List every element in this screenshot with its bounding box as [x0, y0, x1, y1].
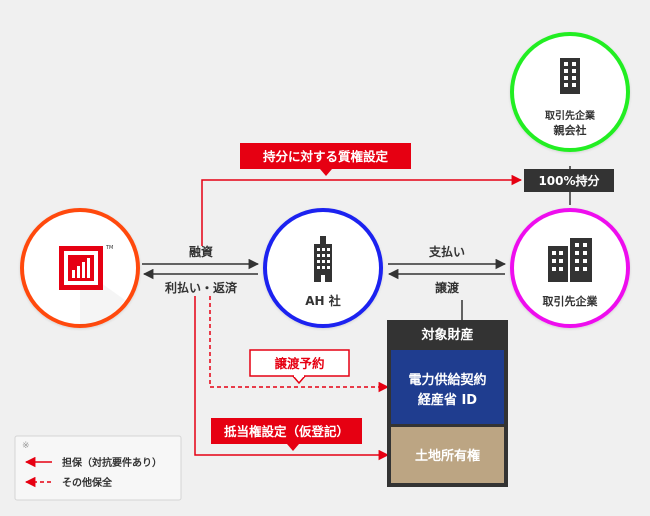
contract-line1: 電力供給契約	[408, 372, 486, 388]
equity-pledge-callout: 持分に対する質権設定	[240, 143, 411, 176]
property-box: 対象財産 電力供給契約 経産省 ID 土地所有権	[387, 320, 508, 487]
land-panel	[391, 427, 504, 483]
mortgage-text: 抵当権設定（仮登記）	[224, 424, 349, 439]
parent-label-line1: 取引先企業	[545, 109, 596, 122]
mortgage-callout: 抵当権設定（仮登記）	[211, 418, 362, 451]
repayment-label: 利払い・返済	[165, 280, 238, 295]
buildings-icon	[548, 238, 592, 282]
equity-pledge-line	[201, 174, 523, 246]
legend-solid-text: 担保（対抗要件あり）	[62, 456, 162, 469]
legend: ※ 担保（対抗要件あり） その他保全	[14, 435, 182, 501]
land-label: 土地所有権	[415, 448, 480, 464]
ah-label: AH 社	[305, 293, 341, 308]
transfer-reservation-text: 譲渡予約	[274, 356, 324, 371]
parent-label-line2: 親会社	[554, 123, 587, 137]
lender-trademark: TM	[105, 245, 113, 251]
tower-icon	[560, 58, 580, 94]
transfer-label: 譲渡	[435, 280, 460, 295]
financing-label: 融資	[189, 244, 213, 259]
ownership-label: 100%持分	[538, 173, 599, 188]
partner-label: 取引先企業	[543, 294, 599, 308]
transfer-reservation-callout: 譲渡予約	[249, 349, 350, 385]
legend-note: ※	[22, 441, 30, 451]
mortgage-line	[194, 296, 390, 461]
contract-line2: 経産省 ID	[418, 392, 477, 408]
equity-pledge-text: 持分に対する質権設定	[263, 149, 389, 164]
ownership-badge	[524, 169, 614, 192]
contract-panel	[391, 350, 504, 424]
transfer-reservation-line	[209, 296, 390, 393]
payment-label: 支払い	[428, 244, 465, 259]
building-icon	[314, 236, 332, 282]
legend-dashed-text: その他保全	[62, 476, 113, 489]
property-title: 対象財産	[420, 327, 473, 343]
lender-logo-icon	[59, 246, 103, 290]
